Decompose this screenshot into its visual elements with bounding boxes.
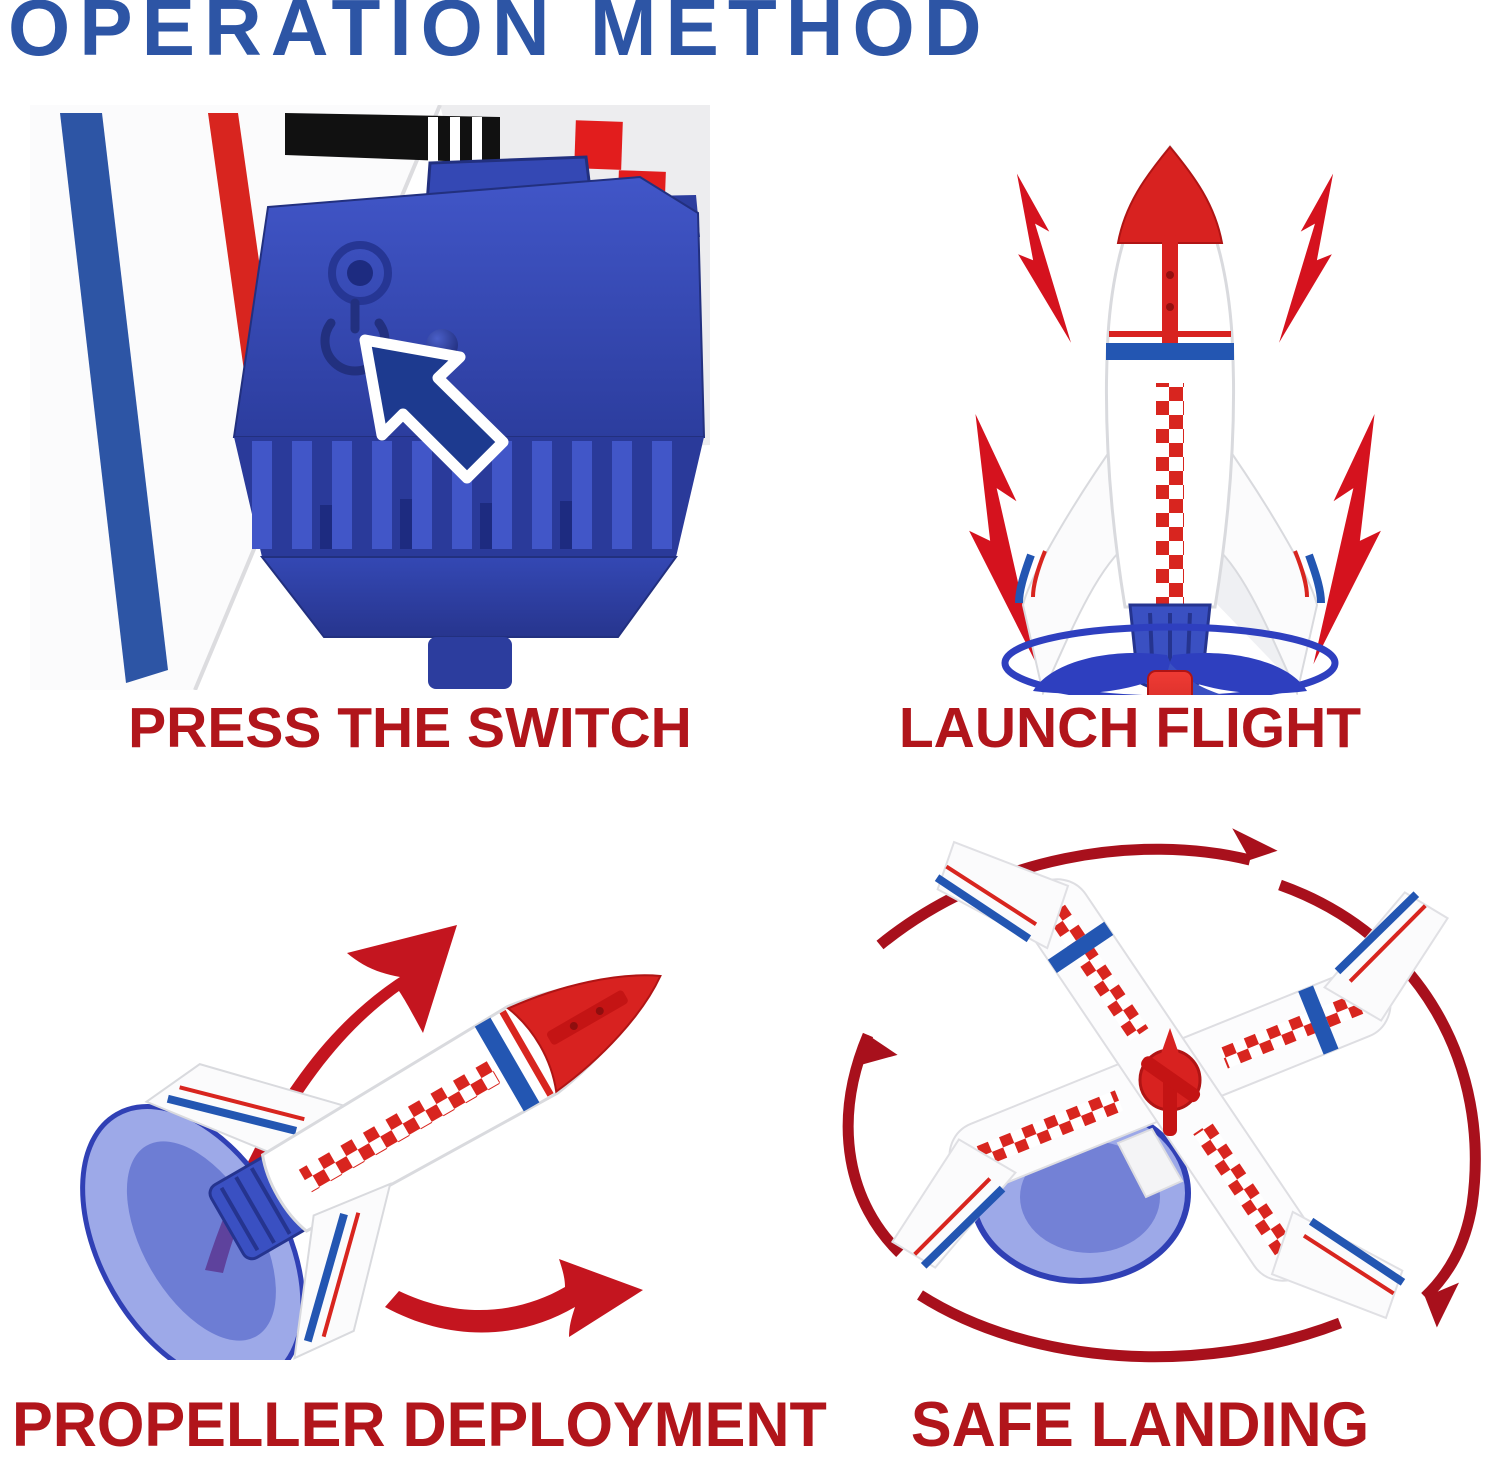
- lower-fin: [293, 1182, 392, 1360]
- cursor-arrow-icon: [359, 334, 509, 484]
- rocket-fins: [1015, 432, 1325, 695]
- caption-propeller-deployment: PROPELLER DEPLOYMENT: [12, 1390, 827, 1460]
- caption-launch-flight: LAUNCH FLIGHT: [898, 696, 1362, 760]
- small-button: [328, 241, 392, 305]
- launcher-motor-unit: [232, 155, 706, 689]
- rocket-nose: [1116, 145, 1224, 244]
- panel-launch-flight: [945, 135, 1405, 695]
- page-title: OPERATION METHOD: [8, 0, 991, 72]
- fin-blue-stripe: [60, 113, 168, 683]
- panel-press-the-switch: [30, 105, 710, 690]
- tripod-base: [1147, 670, 1193, 695]
- caption-safe-landing: SAFE LANDING: [910, 1390, 1370, 1460]
- checker-stripe: [1156, 383, 1184, 607]
- spin-arrowheads: [855, 828, 1460, 1328]
- rocket: [1001, 144, 1339, 695]
- circular-spin-arrow-icon: [842, 843, 1481, 1363]
- rocket-propeller-deployed-illustration: [80, 925, 662, 1360]
- tail-stem: [1116, 1127, 1184, 1199]
- rocket-tilted: [80, 974, 662, 1360]
- spinning-rocket-blades: [890, 840, 1450, 1320]
- checker-stripe: [298, 1060, 501, 1193]
- caption-press-the-switch: PRESS THE SWITCH: [128, 696, 692, 760]
- panel-safe-landing: [780, 825, 1500, 1380]
- rocket-on-launchpad-illustration: [969, 144, 1381, 695]
- launcher-switch-closeup-illustration: [30, 105, 710, 690]
- vent-slots-inner: [320, 499, 572, 549]
- rocket-nose-hub: [1138, 1028, 1202, 1136]
- panel-propeller-deployment: [55, 835, 705, 1360]
- rocket-spinning-descent-illustration: [842, 828, 1481, 1363]
- nose-rail: [1162, 235, 1178, 353]
- rocket-tail-strip: [285, 113, 500, 163]
- launcher-stem: [428, 637, 512, 689]
